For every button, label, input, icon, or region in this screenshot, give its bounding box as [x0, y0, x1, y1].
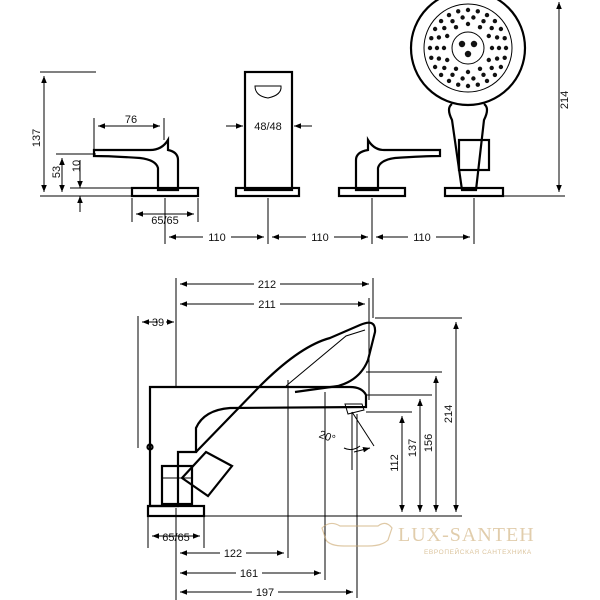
- nozzle: [438, 72, 444, 78]
- dim-76: 76: [125, 114, 137, 126]
- dim-197: 197: [256, 587, 274, 599]
- center-nozzle: [470, 40, 478, 48]
- nozzle: [471, 76, 476, 81]
- nozzle: [436, 35, 442, 40]
- nozzle: [441, 45, 447, 51]
- center-nozzle: [464, 50, 472, 58]
- nozzle: [445, 57, 450, 63]
- nozzle: [446, 78, 452, 84]
- nozzle: [498, 64, 504, 70]
- nozzle: [465, 21, 471, 27]
- nozzle: [436, 56, 442, 61]
- nozzle: [484, 12, 490, 18]
- dim-39: 39: [152, 317, 164, 329]
- hand-shower: [409, 0, 527, 198]
- dim-53: 53: [51, 166, 63, 178]
- nozzle: [492, 72, 498, 78]
- nozzle: [427, 45, 433, 51]
- nozzle: [484, 78, 490, 84]
- nozzle: [432, 26, 438, 32]
- nozzle: [494, 35, 500, 40]
- dim-214-side: 214: [443, 405, 455, 423]
- nozzle: [442, 65, 447, 71]
- nozzle: [438, 18, 444, 24]
- nozzle: [481, 72, 486, 78]
- watermark-brand: LUX-SANTEH: [398, 524, 535, 546]
- nozzle: [429, 36, 434, 41]
- front-elevation: 137 53 10 76 65/65 48/48: [31, 0, 571, 244]
- nozzle: [475, 82, 480, 87]
- nozzle: [496, 45, 502, 51]
- nozzle: [450, 19, 455, 24]
- nozzle: [486, 57, 491, 63]
- dim-48-48: 48/48: [254, 121, 282, 133]
- center-nozzle: [458, 40, 466, 48]
- dim-161: 161: [240, 568, 258, 580]
- dim-211: 211: [258, 299, 276, 311]
- nozzle: [450, 72, 455, 78]
- nozzle: [434, 45, 440, 51]
- dim-110-b: 110: [311, 232, 329, 244]
- left-valve-handle: [92, 136, 200, 198]
- shower-nozzles: [427, 7, 509, 89]
- nozzle: [460, 76, 465, 81]
- nozzle: [465, 83, 471, 89]
- dim-122: 122: [224, 548, 242, 560]
- nozzle: [494, 56, 500, 61]
- nozzle: [489, 45, 495, 51]
- dim-110-a: 110: [208, 232, 226, 244]
- nozzle: [442, 25, 447, 31]
- nozzle: [445, 33, 450, 39]
- nozzle: [486, 33, 491, 39]
- dim-212: 212: [258, 279, 276, 291]
- nozzle: [477, 66, 483, 72]
- dim-110-c: 110: [413, 232, 431, 244]
- dim-112: 112: [389, 454, 401, 472]
- nozzle: [492, 18, 498, 24]
- dim-10: 10: [71, 160, 83, 172]
- nozzle: [453, 66, 459, 72]
- hand-shower-side: [180, 321, 377, 498]
- dim-137-left: 137: [31, 129, 43, 147]
- nozzle: [460, 15, 465, 20]
- nozzle: [498, 26, 504, 32]
- watermark-logo: LUX-SANTEH ЕВРОПЕЙСКАЯ САНТЕХНИКА: [321, 522, 535, 556]
- nozzle: [489, 65, 494, 71]
- mixer-body-side: [146, 385, 368, 518]
- dim-angle-20: 20°: [317, 429, 337, 446]
- nozzle: [502, 55, 507, 60]
- nozzle: [429, 55, 434, 60]
- nozzle: [465, 69, 471, 75]
- watermark-tagline: ЕВРОПЕЙСКАЯ САНТЕХНИКА: [424, 547, 532, 556]
- nozzle: [446, 12, 452, 18]
- nozzle: [465, 7, 471, 13]
- nozzle: [456, 82, 461, 87]
- nozzle: [503, 45, 509, 51]
- nozzle: [481, 19, 486, 24]
- nozzle: [502, 36, 507, 41]
- nozzle: [456, 9, 461, 14]
- side-elevation: 212 211 39 20° 112 137 156 214: [137, 276, 462, 600]
- dim-137-side: 137: [407, 439, 419, 457]
- nozzle: [475, 9, 480, 14]
- spout: [234, 70, 301, 198]
- dim-214-top: 214: [559, 91, 571, 109]
- right-valve-handle: [337, 136, 442, 198]
- nozzle: [489, 25, 494, 31]
- nozzle: [477, 25, 483, 30]
- nozzle: [471, 15, 476, 20]
- nozzle: [432, 64, 438, 70]
- nozzle: [453, 25, 459, 30]
- dim-156: 156: [423, 434, 435, 452]
